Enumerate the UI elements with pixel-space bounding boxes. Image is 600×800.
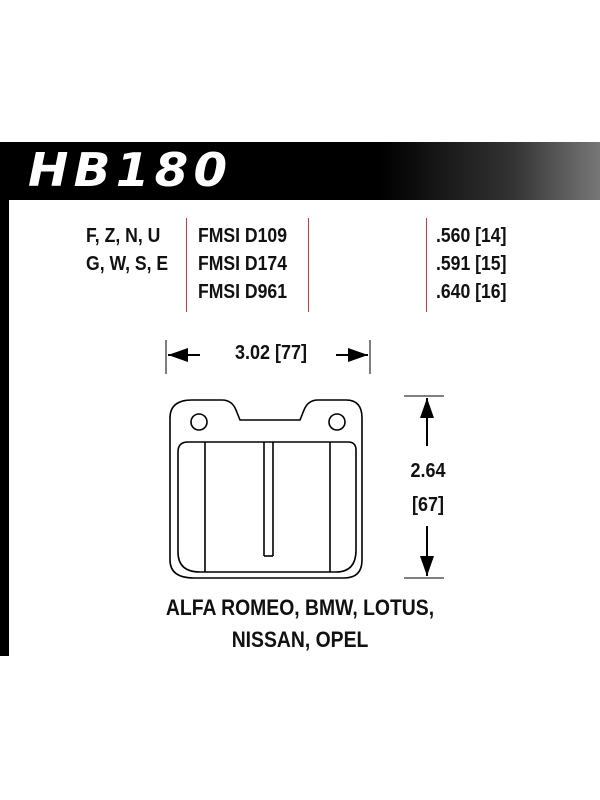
mounting-hole-right [328,413,346,431]
width-dimension-label: 3.02 [77] [234,342,308,364]
vehicle-applications: ALFA ROMEO, BMW, LOTUS, NISSAN, OPEL [142,592,459,656]
thickness-value: .591 [15] [436,253,507,275]
thickness-column: .560 [14] .591 [15] .640 [16] [436,222,506,306]
red-divider-right [426,218,427,312]
width-arrow-left-icon [168,348,188,362]
height-inches: 2.64 [410,460,446,482]
friction-material-outline [177,441,357,573]
width-arrow-right-icon [348,348,368,362]
thickness-value: .560 [14] [436,225,507,247]
compound-codes-row: F, Z, N, U [86,225,161,247]
vehicle-line: NISSAN, OPEL [231,627,369,652]
part-number-title: HB180 [28,143,233,197]
vehicle-line: ALFA ROMEO, BMW, LOTUS, [165,595,435,620]
fmsi-codes-column: FMSI D109 FMSI D174 FMSI D961 [198,222,287,306]
fmsi-code: FMSI D174 [198,253,288,275]
red-divider-middle [308,218,309,312]
left-border-rule [0,200,9,656]
height-millimeters: [67] [411,494,445,516]
thickness-value: .640 [16] [436,281,507,303]
fmsi-code: FMSI D109 [198,225,288,247]
compound-codes-row: G, W, S, E [86,253,169,275]
red-divider-left [186,218,187,312]
height-arrow-up-icon [420,398,434,418]
height-dimension-label: 2.64 [67] [401,454,455,522]
mounting-hole-left [190,413,208,431]
height-arrow-down-icon [420,556,434,576]
fmsi-code: FMSI D961 [198,281,288,303]
compound-codes-column: F, Z, N, U G, W, S, E [86,222,168,278]
header-band-gradient [380,142,600,200]
